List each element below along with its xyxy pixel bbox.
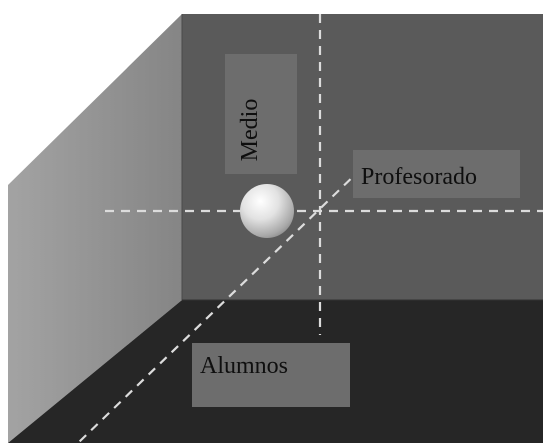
profesorado-label: Profesorado — [361, 164, 477, 190]
medio-label-box — [225, 54, 297, 174]
position-sphere — [240, 184, 294, 238]
guide-lines — [77, 14, 543, 443]
alumnos-label-box — [192, 343, 350, 407]
alumnos-label: Alumnos — [200, 353, 288, 379]
depth-guide-line — [77, 167, 363, 443]
medio-label: Medio — [237, 99, 263, 162]
profesorado-label-box — [353, 150, 520, 198]
